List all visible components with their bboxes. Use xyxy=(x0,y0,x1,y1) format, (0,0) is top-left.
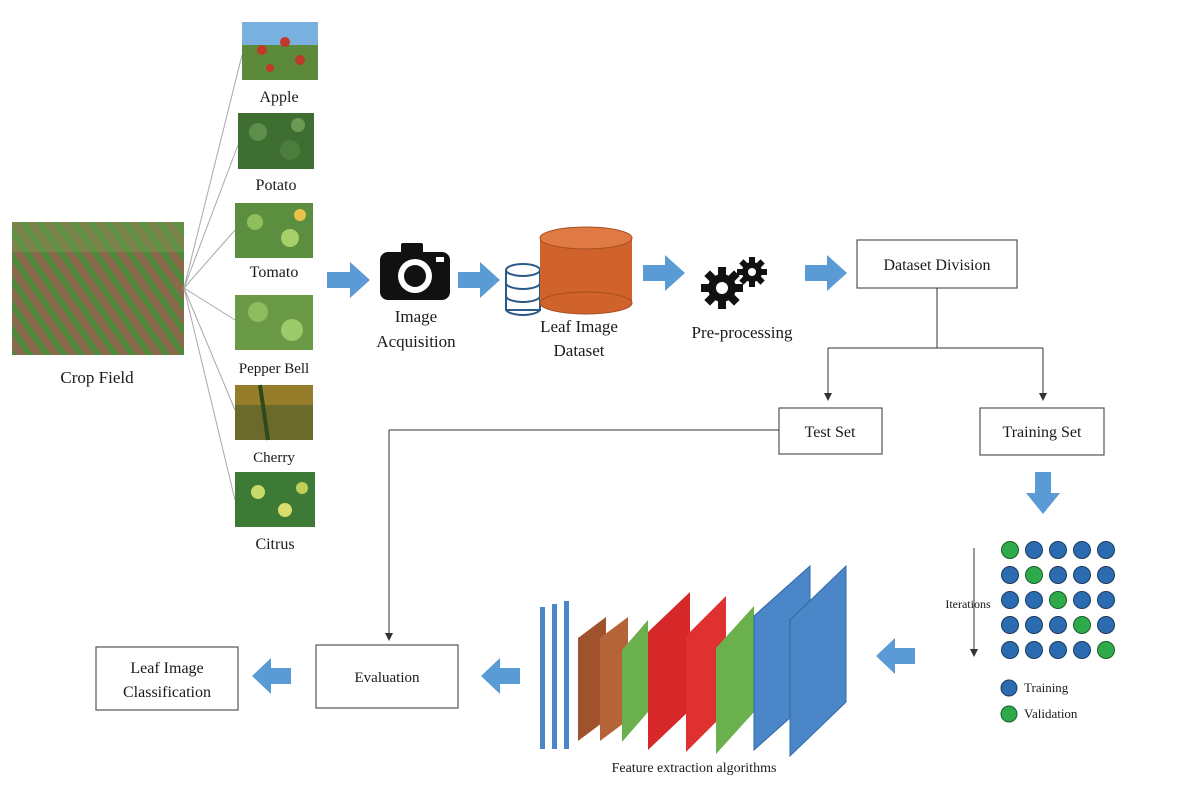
validation-dot xyxy=(1073,616,1091,634)
validation-dot xyxy=(1025,566,1043,584)
dataset-division-box xyxy=(856,239,1018,289)
cnn-layer-conv-2 xyxy=(600,617,628,741)
cnn-input-bar-3 xyxy=(564,601,569,749)
citrus-image xyxy=(235,472,315,527)
training-dot xyxy=(1025,641,1043,659)
classification-box xyxy=(95,646,239,711)
training-dot xyxy=(1073,541,1091,559)
crop-apple: Apple xyxy=(242,22,318,106)
preprocessing-label: Pre-processing xyxy=(691,323,793,342)
crop-label-tomato: Tomato xyxy=(250,264,299,281)
training-dot xyxy=(1025,591,1043,609)
test-set-label: Test Set xyxy=(805,424,856,441)
validation-dot xyxy=(1097,641,1115,659)
validation-dot xyxy=(1049,591,1067,609)
leaf-dataset-label-line2: Dataset xyxy=(554,341,605,360)
arrow-to-acquisition xyxy=(327,262,370,298)
legend-training-label: Training xyxy=(1024,680,1069,695)
arrow-to-classification xyxy=(252,658,291,694)
evaluation-box xyxy=(315,644,459,709)
crop-pepper-bell: Pepper Bell xyxy=(235,295,313,377)
arrow-to-iterations xyxy=(1026,472,1060,514)
crop-citrus: Citrus xyxy=(235,472,315,553)
cnn-layer-pool-2 xyxy=(716,606,754,754)
training-dot xyxy=(1001,641,1019,659)
test-set-box xyxy=(778,407,883,455)
crop-tomato: Tomato xyxy=(235,203,313,281)
training-dot xyxy=(1073,641,1091,659)
crop-label-apple: Apple xyxy=(259,89,298,106)
arrow-to-preprocessing xyxy=(643,255,685,291)
image-acquisition-label-line2: Acquisition xyxy=(376,332,456,351)
training-dot xyxy=(1001,616,1019,634)
iterations-label: Iterations xyxy=(945,597,991,611)
cnn-input-bar-2 xyxy=(552,604,557,749)
leaf-dataset-label-line1: Leaf Image xyxy=(540,317,618,336)
test-to-evaluation-connector xyxy=(385,429,779,641)
leaf-dataset-cylinder xyxy=(539,226,633,315)
image-acquisition-label-line1: Image xyxy=(395,307,437,326)
arrow-to-division xyxy=(805,255,847,291)
training-dot xyxy=(1001,591,1019,609)
division-connectors xyxy=(824,288,1047,401)
cross-validation-grid xyxy=(1001,541,1115,659)
training-dot xyxy=(1097,591,1115,609)
gears-icon xyxy=(701,257,767,309)
crop-field: Crop Field xyxy=(12,222,184,387)
legend-training-dot xyxy=(1000,679,1018,697)
pepper-bell-image xyxy=(235,295,313,350)
legend-validation-label: Validation xyxy=(1024,706,1078,721)
training-dot xyxy=(1097,541,1115,559)
crop-label-cherry: Cherry xyxy=(253,450,295,466)
training-dot xyxy=(1001,566,1019,584)
training-dot xyxy=(1097,566,1115,584)
feature-extraction-layers xyxy=(540,564,847,758)
crop-label-citrus: Citrus xyxy=(255,536,294,553)
crop-images: Apple Potato Tomato Pepper Bell Cherry C… xyxy=(235,22,318,553)
training-dot xyxy=(1073,566,1091,584)
training-dot xyxy=(1097,616,1115,634)
training-dot xyxy=(1025,541,1043,559)
dataset-division-label: Dataset Division xyxy=(883,257,990,274)
cnn-layer-conv-3 xyxy=(648,592,690,750)
cnn-input-bar-1 xyxy=(540,607,545,749)
classification-label-line2: Classification xyxy=(123,684,211,701)
legend-validation-dot xyxy=(1000,705,1018,723)
evaluation-label: Evaluation xyxy=(355,670,420,686)
training-dot xyxy=(1025,616,1043,634)
training-dot xyxy=(1049,641,1067,659)
classification-label-line1: Leaf Image xyxy=(130,660,203,677)
camera-icon xyxy=(380,243,450,300)
arrow-to-evaluation xyxy=(481,658,520,694)
database-icon xyxy=(505,263,541,316)
crop-label-pepper-bell: Pepper Bell xyxy=(239,361,309,377)
crop-cherry: Cherry xyxy=(235,384,313,466)
cnn-layer-pool-1 xyxy=(622,620,648,742)
training-dot xyxy=(1049,566,1067,584)
cnn-layer-fc-2 xyxy=(789,564,847,758)
crop-connector-lines xyxy=(183,54,243,501)
crop-field-label: Crop Field xyxy=(60,368,134,387)
arrow-to-dataset xyxy=(458,262,500,298)
training-dot xyxy=(1049,541,1067,559)
training-dot xyxy=(1073,591,1091,609)
training-set-label: Training Set xyxy=(1003,424,1083,441)
training-set-box xyxy=(979,407,1105,456)
training-dot xyxy=(1049,616,1067,634)
cnn-layer-conv-1 xyxy=(578,617,606,741)
arrow-to-feature-extraction xyxy=(876,638,915,674)
crop-label-potato: Potato xyxy=(256,177,297,194)
feature-extraction-label: Feature extraction algorithms xyxy=(612,761,777,776)
validation-dot xyxy=(1001,541,1019,559)
crop-potato: Potato xyxy=(238,113,314,194)
